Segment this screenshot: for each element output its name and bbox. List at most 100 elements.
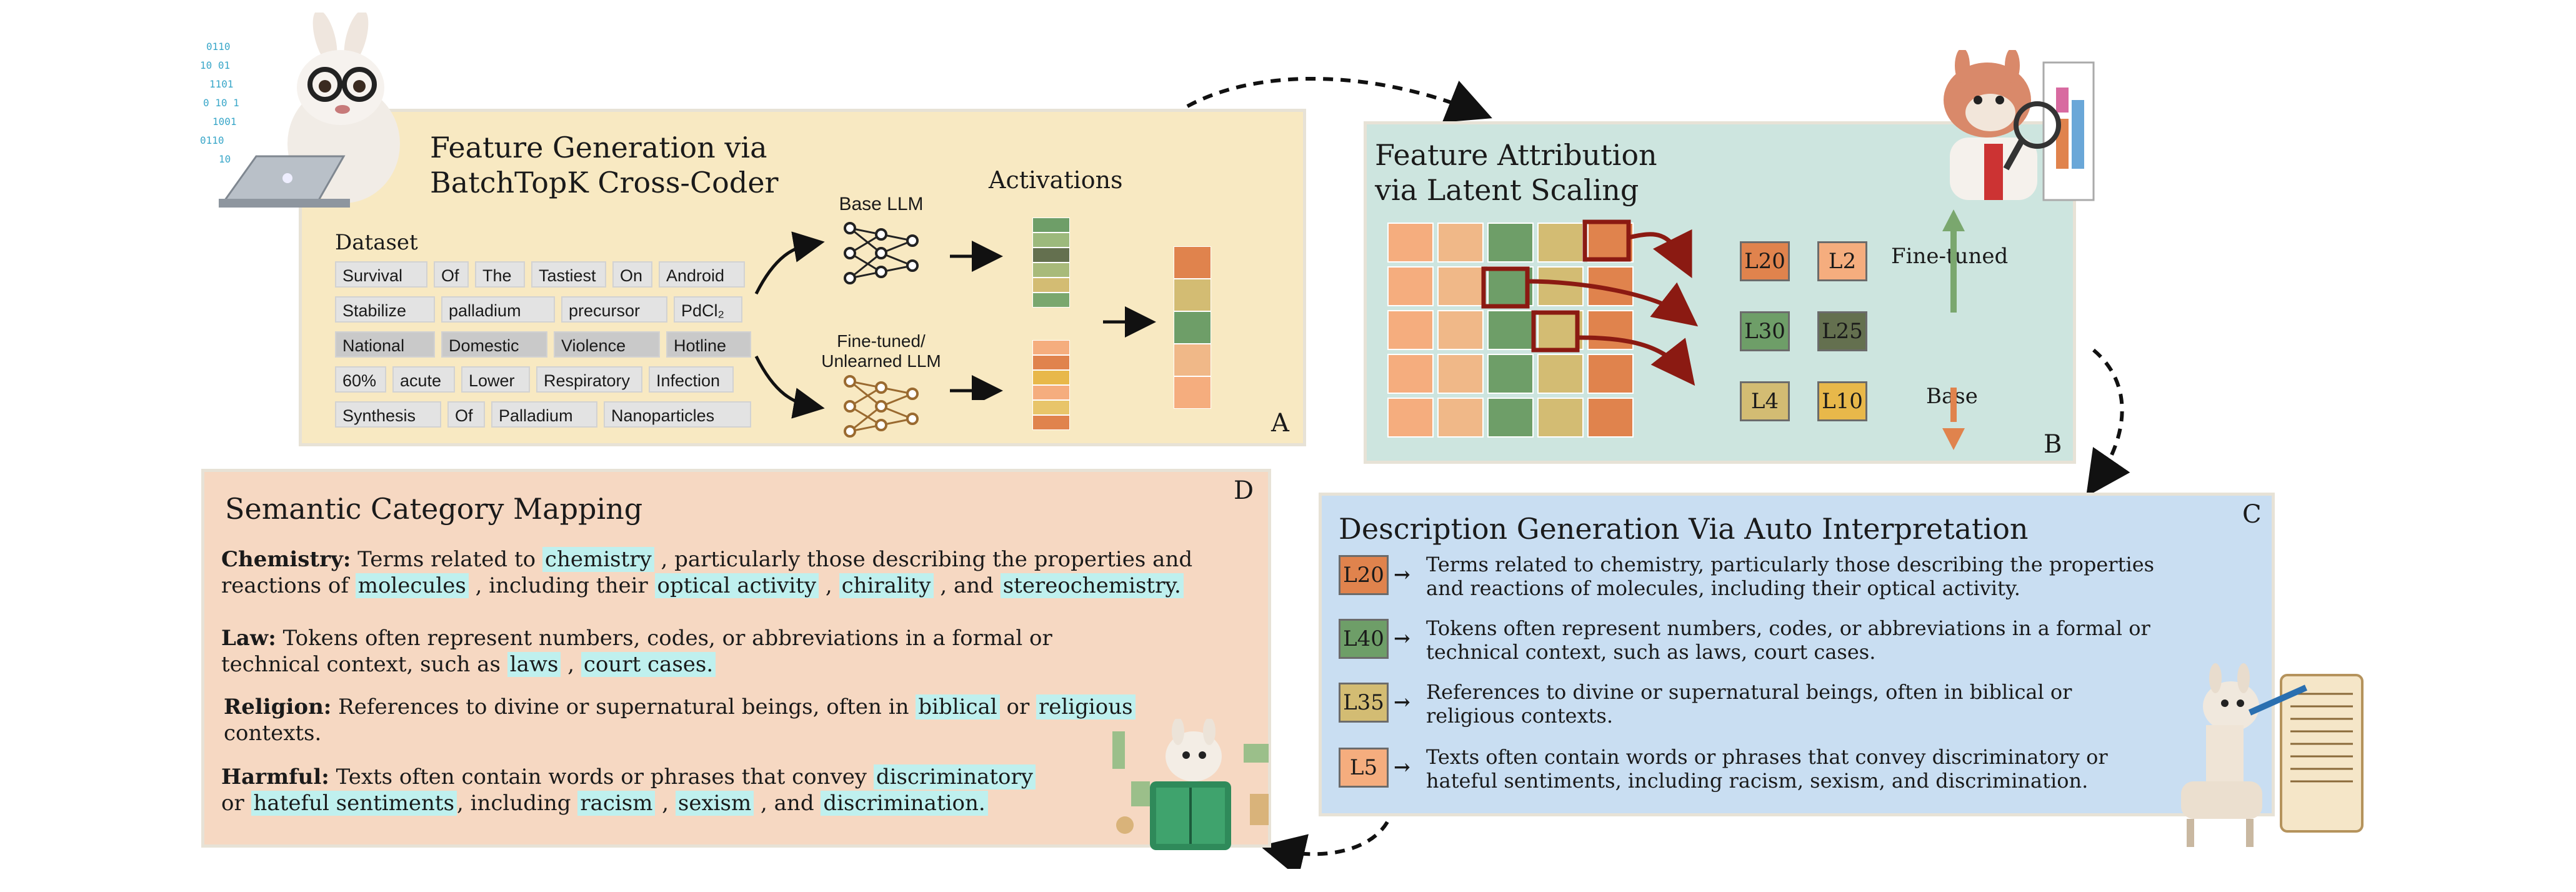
category-religion: Religion: References to divine or supern… xyxy=(224,694,1136,746)
dataset-token: National xyxy=(335,331,435,358)
activation-cell xyxy=(1032,233,1070,248)
category-chemistry: Chemistry: Terms related to chemistry , … xyxy=(221,546,1192,599)
chemistry-text-3: reactions of xyxy=(221,573,356,598)
dataset-token: Survival xyxy=(335,261,427,288)
svg-text:10: 10 xyxy=(219,153,231,165)
activation-cell xyxy=(1032,415,1070,430)
harmful-text-5: , and xyxy=(754,791,821,816)
chemistry-text-2: , particularly those describing the prop… xyxy=(654,547,1193,572)
panel-c-corner-label: C xyxy=(2242,500,2262,529)
dataset-to-llm-arrows xyxy=(754,231,825,419)
dataset-label: Dataset xyxy=(335,230,418,255)
latent-grid-cell xyxy=(1387,398,1434,438)
finetuned-llm-label: Fine-tuned/ Unlearned LLM xyxy=(812,331,950,371)
activation-cell xyxy=(1032,248,1070,263)
harmful-text-2: or xyxy=(221,791,251,816)
finetuned-llm-label-line1: Fine-tuned/ xyxy=(837,331,926,351)
latent-grid-cell xyxy=(1587,223,1634,263)
panel-d-corner-label: D xyxy=(1234,476,1254,505)
scaling-axis-arrow xyxy=(1942,209,1965,450)
panel-b-corner-label: B xyxy=(2044,430,2062,459)
chemistry-text-1: Terms related to xyxy=(351,547,542,572)
dataset-token: The xyxy=(475,261,525,288)
activations-label: Activations xyxy=(989,166,1123,194)
latent-box-l2: L2 xyxy=(1817,241,1867,281)
description-text-line1: Terms related to chemistry, particularly… xyxy=(1426,553,2155,576)
activation-arrows xyxy=(950,241,1156,400)
dataset-token: Domestic xyxy=(441,331,547,358)
religion-heading: Religion: xyxy=(224,694,332,719)
dataset-token: Stabilize xyxy=(335,296,435,323)
law-highlight-laws: laws xyxy=(507,652,561,677)
arrow-c-to-d xyxy=(1262,821,1389,869)
latent-grid-cell xyxy=(1387,223,1434,263)
svg-text:10 01: 10 01 xyxy=(200,59,230,71)
activation-cell xyxy=(1032,263,1070,278)
harmful-line1: Harmful: Texts often contain words or ph… xyxy=(221,764,1036,790)
latent-box-l20: L20 xyxy=(1740,241,1790,281)
law-text-1: Tokens often represent numbers, codes, o… xyxy=(276,626,1052,651)
latent-box-l4: L4 xyxy=(1740,381,1790,421)
activation-cell xyxy=(1032,355,1070,370)
chemistry-highlight-chirality: chirality xyxy=(839,573,934,598)
description-text: References to divine or supernatural bei… xyxy=(1426,680,2072,728)
dataset-token: Palladium xyxy=(491,401,597,428)
latent-grid-cell xyxy=(1487,310,1534,350)
religion-highlight-biblical: biblical xyxy=(916,694,1000,719)
religion-line2: contexts. xyxy=(224,720,1136,746)
latent-grid-cell xyxy=(1587,354,1634,394)
latent-grid-cell xyxy=(1487,223,1534,263)
latent-grid-cell xyxy=(1437,266,1484,306)
description-text-line2: technical context, such as laws, court c… xyxy=(1426,640,1876,664)
latent-grid-cell xyxy=(1487,354,1534,394)
activation-cell xyxy=(1174,344,1211,376)
llama-reader-icon xyxy=(1112,719,1269,850)
activation-cell xyxy=(1032,400,1070,415)
chemistry-highlight-stereochemistry: stereochemistry. xyxy=(1000,573,1184,598)
svg-text:0 10 1: 0 10 1 xyxy=(203,97,239,109)
svg-text:1001: 1001 xyxy=(212,116,237,128)
harmful-text-1: Texts often contain words or phrases tha… xyxy=(329,764,874,789)
religion-text-1: References to divine or supernatural bei… xyxy=(331,694,916,719)
latent-grid-cell xyxy=(1437,310,1484,350)
dataset-token: Lower xyxy=(461,366,530,393)
finetuned-label: Fine-tuned xyxy=(1891,244,2009,269)
dataset-token: Violence xyxy=(554,331,660,358)
chemistry-text-4: , including their xyxy=(468,573,655,598)
description-arrow-icon: → xyxy=(1394,755,1410,779)
latent-grid-cell xyxy=(1537,398,1584,438)
panel-b-title-line2: via Latent Scaling xyxy=(1375,173,1639,207)
description-text-line2: and reactions of molecules, including th… xyxy=(1426,576,2020,600)
chemistry-highlight-optical-activity: optical activity xyxy=(654,573,819,598)
latent-grid-cell xyxy=(1387,354,1434,394)
panel-a-title-line2: BatchTopK Cross-Coder xyxy=(430,166,779,199)
religion-text-3: contexts. xyxy=(224,721,322,746)
harmful-highlight-hateful-sentiments: hateful sentiments xyxy=(251,791,457,816)
panel-d-title: Semantic Category Mapping xyxy=(225,492,643,526)
harmful-highlight-discrimination: discrimination. xyxy=(821,791,988,816)
harmful-highlight-sexism: sexism xyxy=(675,791,754,816)
latent-grid-cell xyxy=(1437,354,1484,394)
religion-text-2: or xyxy=(999,694,1037,719)
dataset-token: PdCl₂ xyxy=(674,296,742,323)
latent-grid-cell xyxy=(1387,310,1434,350)
latent-grid-cell xyxy=(1387,266,1434,306)
latent-box-l30: L30 xyxy=(1740,311,1790,351)
arrow-a-to-b xyxy=(1186,76,1492,123)
harmful-highlight-racism: racism xyxy=(577,791,656,816)
panel-description-generation xyxy=(1319,493,2275,816)
description-text: Terms related to chemistry, particularly… xyxy=(1426,553,2154,600)
religion-highlight-religious: religious xyxy=(1036,694,1136,719)
description-latent-l20: L20 xyxy=(1339,555,1389,595)
dataset-token: Nanoparticles xyxy=(604,401,751,428)
chemistry-line2: reactions of molecules , including their… xyxy=(221,573,1192,599)
latent-scaling-arrows xyxy=(1481,219,1699,386)
chemistry-highlight-chemistry: chemistry xyxy=(542,547,654,572)
panel-a-title-line1: Feature Generation via xyxy=(430,131,767,164)
svg-text:0110: 0110 xyxy=(206,41,231,53)
dataset-token: Of xyxy=(434,261,469,288)
activation-cell xyxy=(1032,218,1070,233)
dataset-token: On xyxy=(612,261,652,288)
arrow-b-to-c xyxy=(2086,348,2130,494)
dataset-token: acute xyxy=(392,366,455,393)
